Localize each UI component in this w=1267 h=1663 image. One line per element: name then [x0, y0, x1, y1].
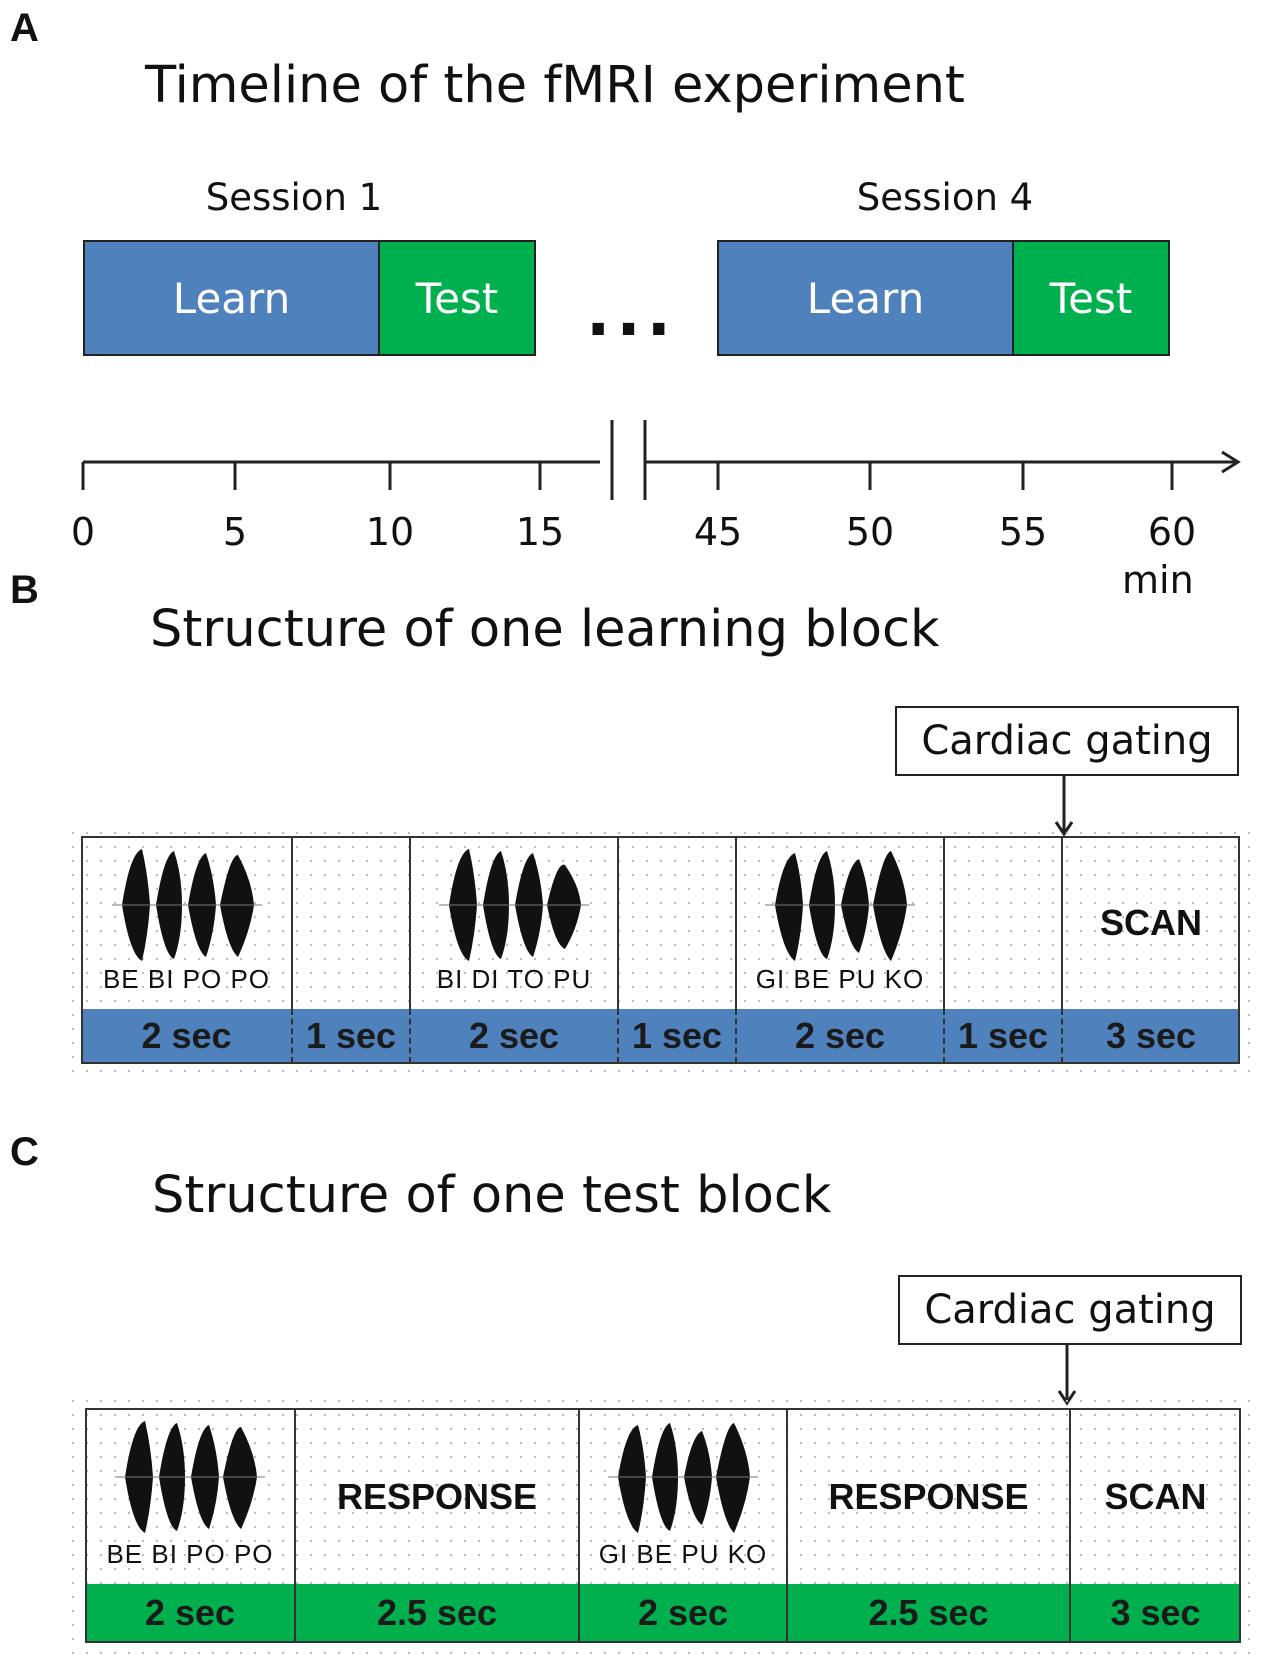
- tick-15: 15: [515, 510, 565, 554]
- c-cell-4: RESPONSE: [788, 1409, 1071, 1584]
- panel-a-title: Timeline of the fMRI experiment: [145, 56, 965, 115]
- b-cell-5: GI BE PU KO: [737, 837, 945, 1009]
- panel-c-gating-box: Cardiac gating: [898, 1275, 1242, 1345]
- c-duration-3: 2 sec: [580, 1584, 788, 1642]
- panel-b-letter: B: [10, 568, 39, 612]
- b-cell-3-syllables: BI DI TO PU: [436, 964, 592, 994]
- c-response-label-1: RESPONSE: [336, 1475, 538, 1517]
- c-cell-1: BE BI PO PO: [86, 1409, 296, 1584]
- axis-unit: min: [1122, 558, 1194, 602]
- panel-a-letter: A: [10, 6, 39, 50]
- panel-c-title: Structure of one test block: [152, 1166, 832, 1225]
- panel-b-duration-bar: 2 sec 1 sec 2 sec 1 sec 2 sec 1 sec 3 se…: [82, 1009, 1239, 1063]
- session-1-test-label: Test: [415, 273, 499, 323]
- ellipsis: ...: [586, 277, 677, 351]
- c-duration-4: 2.5 sec: [788, 1584, 1071, 1642]
- waveform-icon: [439, 849, 589, 961]
- b-cell-5-syllables: GI BE PU KO: [755, 964, 925, 994]
- b-cell-6: [945, 837, 1063, 1009]
- panel-c-duration-bar: 2 sec 2.5 sec 2 sec 2.5 sec 3 sec: [86, 1584, 1240, 1642]
- b-duration-2: 1 sec: [293, 1009, 411, 1063]
- waveform-icon: [608, 1423, 758, 1533]
- waveform-icon: [115, 1421, 265, 1533]
- b-cell-4: [619, 837, 737, 1009]
- session-1-learn-box: Learn: [83, 240, 380, 356]
- b-duration-3: 2 sec: [411, 1009, 619, 1063]
- c-cell-3-syllables: GI BE PU KO: [598, 1539, 768, 1569]
- c-scan-label: SCAN: [1104, 1475, 1207, 1517]
- tick-0: 0: [70, 510, 96, 554]
- waveform-icon: [111, 849, 262, 961]
- c-duration-2: 2.5 sec: [296, 1584, 580, 1642]
- tick-60: 60: [1147, 510, 1197, 554]
- b-duration-7: 3 sec: [1105, 1015, 1197, 1056]
- session-4-label: Session 4: [856, 176, 1034, 219]
- panel-b-gating-box: Cardiac gating: [895, 706, 1239, 776]
- panel-b-title: Structure of one learning block: [150, 600, 940, 659]
- timeline-axis: [81, 420, 1241, 500]
- c-cell-1-syllables: BE BI PO PO: [106, 1539, 274, 1569]
- tick-45: 45: [693, 510, 743, 554]
- waveform-icon: [765, 851, 915, 961]
- b-duration-5: 2 sec: [737, 1009, 945, 1063]
- c-cell-2: RESPONSE: [296, 1409, 580, 1584]
- b-cell-1: BE BI PO PO: [82, 837, 293, 1009]
- panel-b-frame: [81, 836, 1240, 1064]
- tick-50: 50: [845, 510, 895, 554]
- b-scan-label: SCAN: [1099, 902, 1202, 943]
- c-cell-3: GI BE PU KO: [580, 1409, 788, 1584]
- session-1-test-box: Test: [378, 240, 536, 356]
- session-4-test-box: Test: [1012, 240, 1170, 356]
- session-1-label: Session 1: [205, 176, 383, 219]
- b-cell-7: SCAN: [1063, 837, 1239, 1009]
- panel-c-gating-label: Cardiac gating: [924, 1287, 1216, 1333]
- tick-5: 5: [222, 510, 248, 554]
- c-duration-1: 2 sec: [86, 1584, 296, 1642]
- session-4-learn-box: Learn: [717, 240, 1014, 356]
- panel-c-frame: [85, 1408, 1241, 1643]
- c-response-label-2: RESPONSE: [828, 1475, 1029, 1517]
- b-duration-4: 1 sec: [619, 1009, 737, 1063]
- b-cell-2: [293, 837, 411, 1009]
- c-cell-5: SCAN: [1071, 1409, 1240, 1584]
- panel-b-gating-label: Cardiac gating: [921, 718, 1213, 764]
- b-cell-3: BI DI TO PU: [411, 837, 619, 1009]
- c-duration-5: 3 sec: [1110, 1592, 1201, 1633]
- session-1-learn-label: Learn: [172, 273, 291, 323]
- session-4-test-label: Test: [1049, 273, 1133, 323]
- panel-b-top-row: BE BI PO PO BI DI TO PU GI BE PU KO: [82, 837, 1239, 1009]
- b-duration-6: 1 sec: [945, 1009, 1063, 1063]
- tick-10: 10: [365, 510, 415, 554]
- tick-55: 55: [998, 510, 1048, 554]
- session-4-learn-label: Learn: [806, 273, 925, 323]
- panel-c-letter: C: [10, 1130, 39, 1174]
- panel-c-top-row: BE BI PO PO RESPONSE GI BE PU KO RESPONS…: [86, 1409, 1240, 1584]
- b-cell-1-syllables: BE BI PO PO: [102, 964, 271, 994]
- b-duration-1: 2 sec: [82, 1009, 293, 1063]
